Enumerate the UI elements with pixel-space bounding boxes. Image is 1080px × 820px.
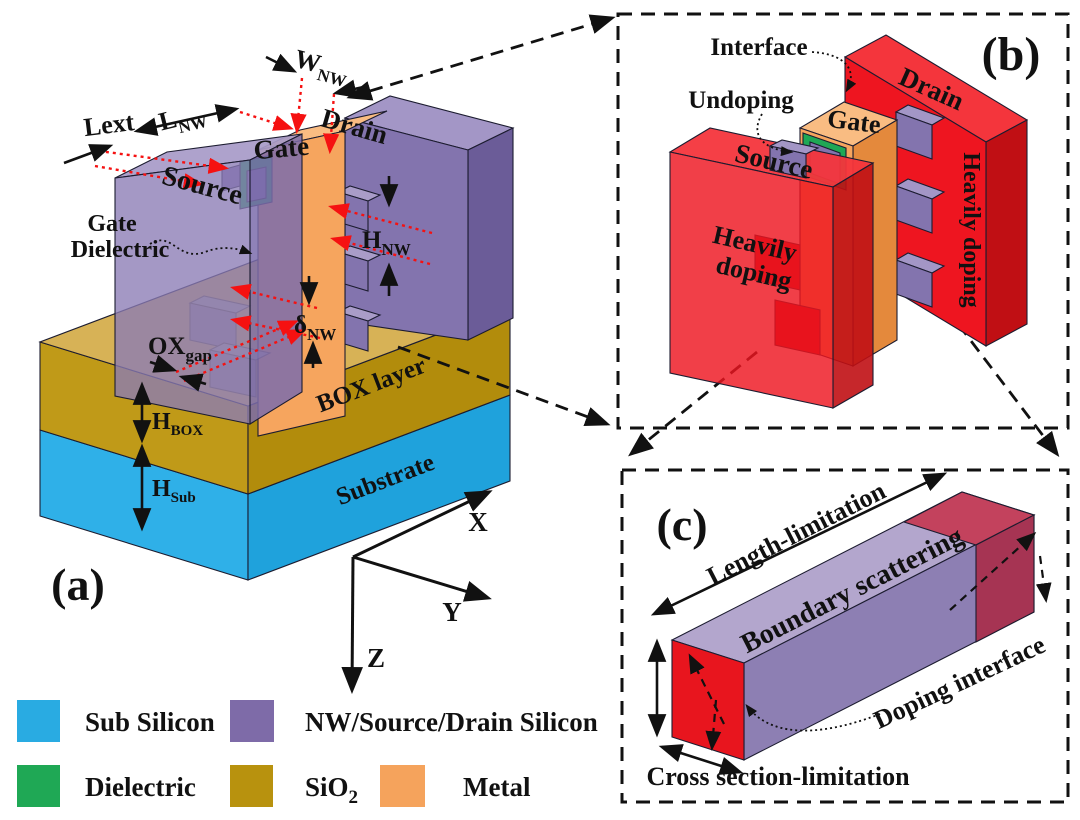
hbox-label: HBOX bbox=[152, 409, 203, 439]
scatter-arrow-1 bbox=[688, 653, 725, 725]
doping-interface-leader bbox=[745, 703, 881, 732]
connector-a-to-b-top bbox=[346, 14, 616, 101]
nanowire-bar bbox=[670, 491, 1036, 761]
ox-gap-label: OXgap bbox=[148, 333, 212, 365]
legend-label-dielectric: Dielectric bbox=[85, 772, 196, 802]
source-block-a bbox=[114, 133, 303, 425]
panel-a: X Y Z Lext LNW WNW Drain Gate Source Gat… bbox=[38, 44, 515, 695]
source-b-front-face bbox=[669, 151, 834, 409]
delta-nw-label: δNW bbox=[294, 312, 336, 344]
axis-x-label: X bbox=[468, 507, 488, 537]
panel-c-border bbox=[620, 468, 1070, 804]
drain-b-right-face bbox=[985, 119, 1028, 347]
legend-label-metal: Metal bbox=[463, 772, 531, 802]
gate-dielectric-leader bbox=[149, 239, 253, 255]
interface-leader bbox=[811, 51, 857, 93]
connector-b-to-c-right bbox=[931, 290, 1060, 458]
legend-swatch-sub-silicon bbox=[17, 700, 60, 742]
undoping-label: Undoping bbox=[688, 87, 794, 114]
gate-label-b: Gate bbox=[826, 104, 883, 139]
panel-b-border bbox=[616, 12, 1070, 430]
source-right-face bbox=[249, 133, 303, 425]
drain-right-face bbox=[467, 127, 514, 341]
panel-c-tag: (c) bbox=[656, 499, 707, 550]
panel-c-arrows bbox=[647, 472, 1052, 775]
legend-label-nw-silicon: NW/Source/Drain Silicon bbox=[305, 707, 598, 737]
panel-b-tag: (b) bbox=[982, 28, 1041, 81]
axis-y-label: Y bbox=[442, 597, 462, 627]
scatter-arrow-4 bbox=[1035, 555, 1052, 603]
undoping-leader bbox=[756, 113, 794, 157]
scatter-arrow-3 bbox=[949, 532, 1037, 611]
legend-swatch-nw-silicon bbox=[230, 700, 274, 742]
lnw-label: LNW bbox=[156, 97, 209, 141]
legend-swatch-dielectric bbox=[17, 765, 60, 807]
cross-section-limitation-label: Cross section-limitation bbox=[646, 762, 910, 791]
panel-c: Length-limitation Boundary scattering Do… bbox=[620, 468, 1070, 804]
panel-b: Interface Undoping Drain Gate Source Hea… bbox=[616, 12, 1070, 430]
legend-swatch-metal bbox=[380, 765, 425, 807]
axis-z-label: Z bbox=[367, 643, 385, 673]
source-b-right-face bbox=[832, 162, 874, 409]
hsub-label: HSub bbox=[152, 476, 196, 506]
wnw-label: WNW bbox=[290, 44, 352, 91]
dimension-lines-red bbox=[91, 77, 433, 383]
legend: Sub Silicon NW/Source/Drain Silicon Diel… bbox=[17, 700, 598, 808]
panel-a-tag: (a) bbox=[51, 559, 105, 610]
hnw-label: HNW bbox=[362, 227, 411, 259]
drain-block-a bbox=[343, 95, 515, 341]
coordinate-axes: X Y Z bbox=[341, 490, 493, 695]
undoped-nanowire-stub bbox=[768, 139, 820, 179]
legend-swatch-sio2 bbox=[230, 765, 273, 807]
legend-label-sio2: SiO2 bbox=[305, 772, 358, 808]
heavily-doping-right-vertical: Heavily doping bbox=[958, 152, 984, 307]
lext-label: Lext bbox=[82, 107, 136, 142]
connector-a-to-b-bottom bbox=[397, 345, 611, 427]
legend-label-sub-silicon: Sub Silicon bbox=[85, 707, 215, 737]
interface-label: Interface bbox=[710, 34, 807, 61]
gate-dielectric-label-1: Gate bbox=[87, 211, 137, 237]
nanowire-cubes-b bbox=[894, 104, 946, 308]
gate-label-a: Gate bbox=[252, 131, 310, 166]
gate-dielectric-label-2: Dielectric bbox=[71, 237, 170, 263]
